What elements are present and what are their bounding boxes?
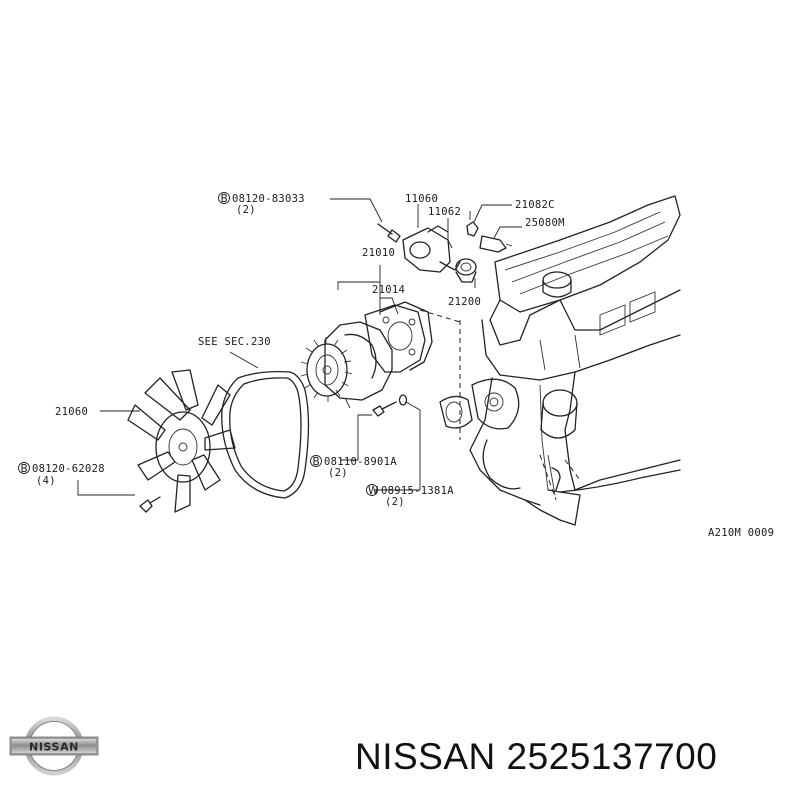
- label-25080m: 25080M: [525, 217, 565, 229]
- label-see-sec: SEE SEC.230: [198, 336, 271, 348]
- marker-b: B: [221, 193, 228, 205]
- label-21010: 21010: [362, 247, 395, 259]
- label-08120-62028-qty: (4): [36, 475, 56, 487]
- leader-lines: [77, 198, 522, 496]
- bolt-83033: [377, 223, 401, 243]
- label-08915-1381a-qty: (2): [385, 496, 405, 508]
- sensor-assembly: [466, 221, 513, 253]
- bolt-8901a: [372, 394, 408, 417]
- label-08915-1381a: 08915-1381A: [381, 485, 454, 497]
- thermostat-assembly: [402, 225, 477, 283]
- label-11060: 11060: [405, 193, 438, 205]
- nissan-logo: NISSAN: [9, 716, 99, 776]
- label-21060: 21060: [55, 406, 88, 418]
- bolt-62028: [139, 496, 161, 513]
- label-08120-83033: 08120-83033: [232, 193, 305, 205]
- marker-b-2: B: [21, 463, 28, 475]
- part-number-caption: NISSAN 2525137700: [355, 736, 718, 777]
- diagram-reference-code: A210M 0009: [708, 527, 774, 539]
- label-21200: 21200: [448, 296, 481, 308]
- label-08110-8901a: 08110-8901A: [324, 456, 397, 468]
- label-21082c: 21082C: [515, 199, 555, 211]
- cooling-fan: [127, 369, 236, 513]
- marker-b-circle-2: [18, 462, 30, 474]
- marker-w: W: [368, 485, 379, 497]
- label-08120-62028: 08120-62028: [32, 463, 105, 475]
- label-08120-83033-qty: (2): [236, 204, 256, 216]
- marker-b-circle-3: [310, 455, 322, 467]
- label-08110-8901a-qty: (2): [328, 467, 348, 479]
- exploded-view-guide: [419, 309, 461, 323]
- marker-w-circle: [366, 484, 378, 496]
- engine-block: [439, 195, 681, 526]
- pump-impeller: [300, 337, 353, 402]
- marker-b-circle: [218, 192, 230, 204]
- label-11062: 11062: [428, 206, 461, 218]
- part-labels: B 08120-83033 (2) 11060 11062 21082C 250…: [18, 192, 774, 539]
- marker-b-3: B: [313, 456, 320, 468]
- water-pump: [300, 301, 433, 409]
- svg-text:NISSAN: NISSAN: [29, 741, 79, 754]
- label-21014: 21014: [372, 284, 405, 296]
- drive-belt: [221, 370, 310, 499]
